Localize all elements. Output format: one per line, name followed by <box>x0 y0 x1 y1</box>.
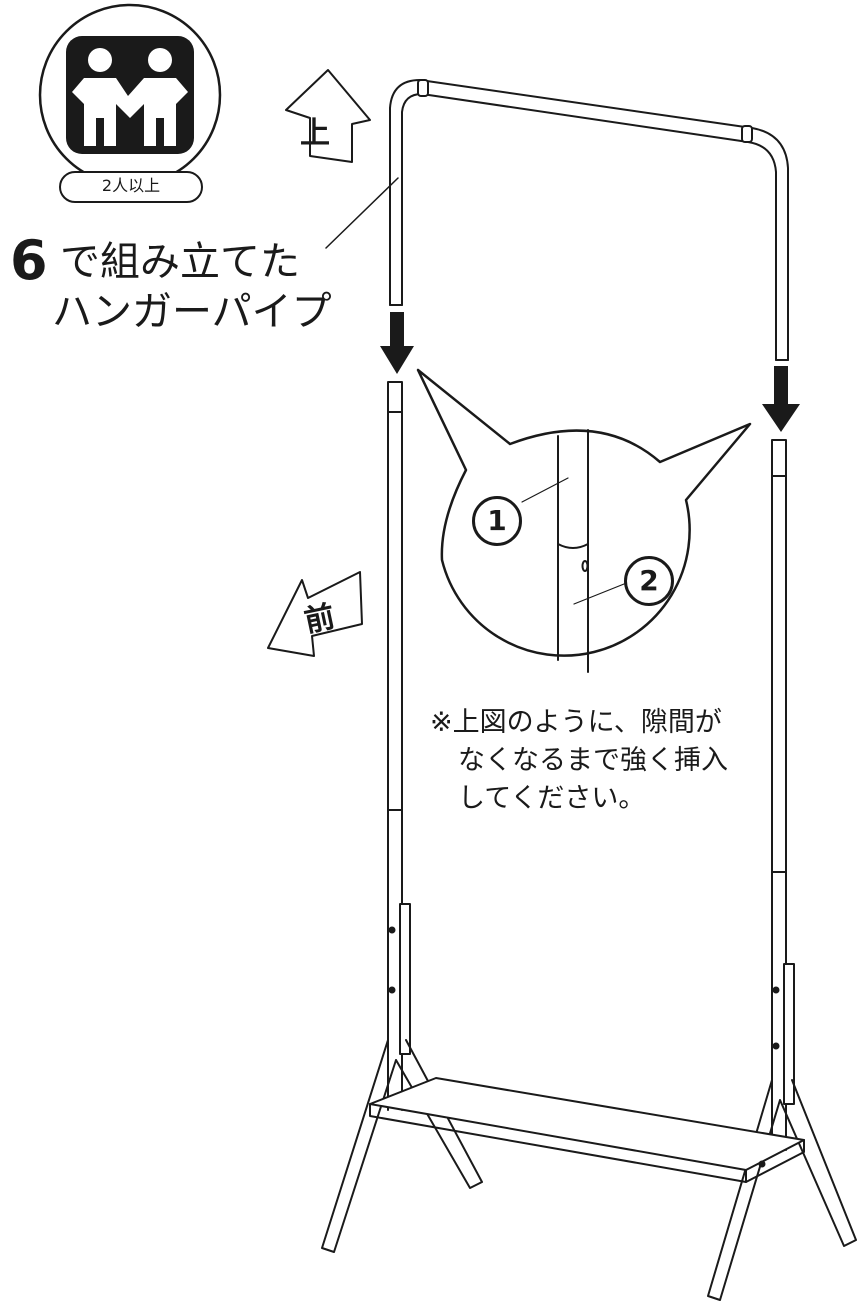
left-upright <box>321 381 483 1253</box>
badge-label: 2人以上 <box>101 176 161 195</box>
step-caption-line1: で組み立てた <box>60 239 300 285</box>
shelf <box>369 1077 805 1183</box>
note-line1: ※上図のように、隙間が <box>430 707 722 738</box>
down-arrow-icon <box>380 312 800 432</box>
detail-callout <box>416 368 752 673</box>
part-number-1: 1 <box>472 496 522 546</box>
two-persons-icon <box>38 3 222 203</box>
up-arrow-icon <box>285 69 371 163</box>
step-number: 6 <box>10 229 48 292</box>
note-line2: なくなるまで強く挿入 <box>458 745 728 776</box>
leader-line <box>325 177 399 249</box>
right-upright <box>707 439 857 1301</box>
part-number-2: 2 <box>624 556 674 606</box>
up-label: 上 <box>300 116 330 151</box>
front-arrow-icon <box>267 571 363 657</box>
note-line3: してください。 <box>458 783 646 814</box>
step-caption-line2: ハンガーパイプ <box>52 289 332 335</box>
hanger-pipe <box>389 79 789 361</box>
